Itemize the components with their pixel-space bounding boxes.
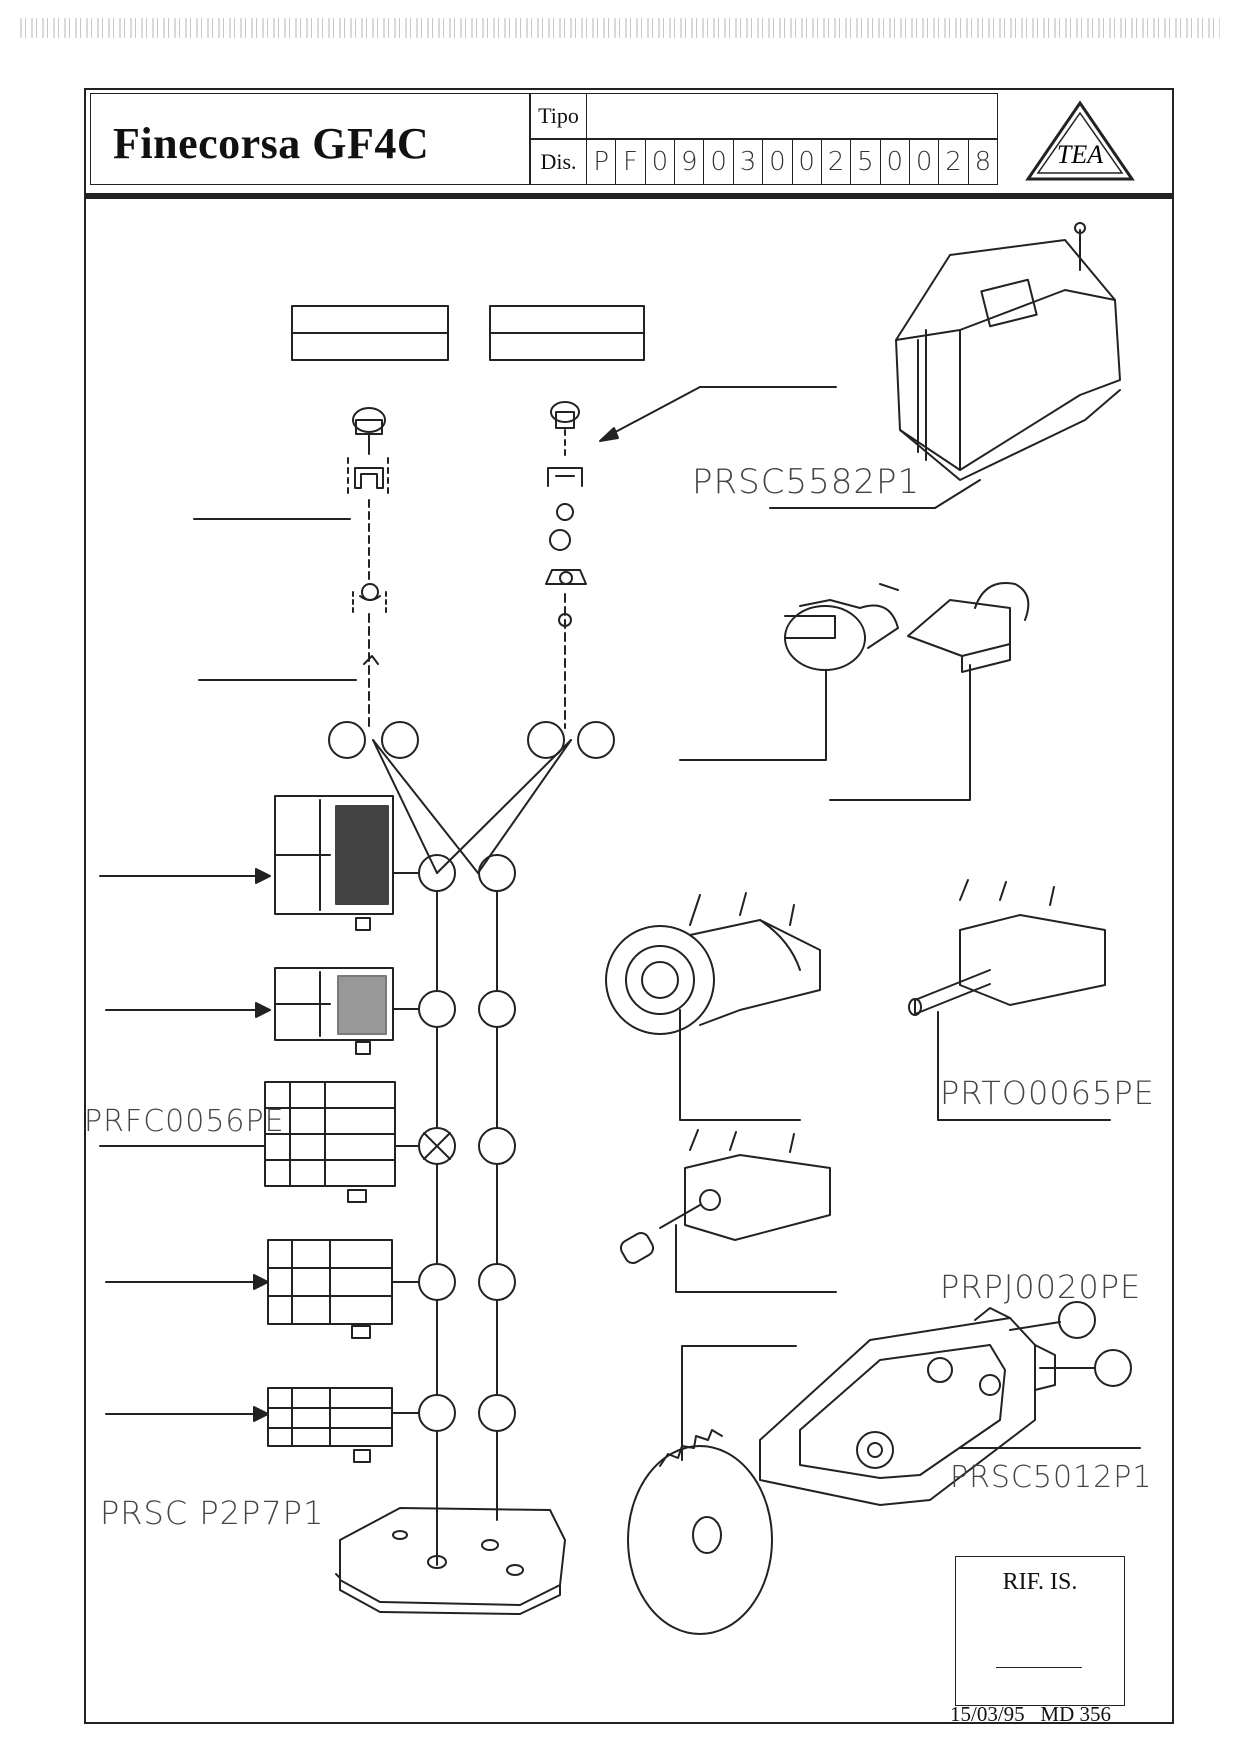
ref-circles-top (328, 721, 615, 759)
gear-wheel (627, 1429, 773, 1635)
ref-circle (1058, 1301, 1096, 1339)
leader-line (934, 479, 981, 509)
dis-digit: 9 (675, 140, 705, 184)
footer-date: 15/03/95 (950, 1702, 1025, 1726)
dis-digit: P (587, 140, 617, 184)
arrow-to-right-stack (599, 386, 837, 442)
switch-block-5 (267, 1387, 393, 1463)
code-terminal-block: PRFC0056PE (84, 1104, 285, 1139)
arrow-switch-5 (105, 1406, 269, 1422)
dis-digit: 8 (974, 147, 992, 177)
title-box: Finecorsa GF4C (90, 93, 530, 185)
switch-block-4 (267, 1239, 393, 1339)
code-housing: PRSC5012P1 (950, 1460, 1153, 1495)
leader-line (1009, 1321, 1061, 1331)
cam-piece-left (784, 583, 899, 671)
dis-row: Dis. P F 0 9 0 3 0 0 2 5 0 0 2 8 (530, 139, 998, 185)
code-cable-gland: PRPJ0020PE (940, 1268, 1142, 1306)
code-base-plate: PRSC P2P7P1 (100, 1494, 325, 1532)
dis-digit: 0 (881, 140, 910, 184)
housing-assembly (759, 1307, 1056, 1506)
tipo-row: Tipo (530, 93, 998, 139)
dis-digit: 0 (910, 140, 940, 184)
flange-assembly (605, 892, 821, 1035)
dis-digit: 0 (646, 140, 676, 184)
label-plate-right (489, 305, 645, 361)
switch-block-1 (274, 795, 394, 931)
dis-digit: F (616, 140, 646, 184)
right-switch-stack (545, 401, 587, 729)
dis-digit: 2 (822, 140, 852, 184)
rif-box: RIF. IS. (955, 1556, 1125, 1706)
code-fields: Tipo Dis. P F 0 9 0 3 0 0 2 5 0 0 2 8 (530, 93, 998, 185)
scan-noise-strip (20, 18, 1220, 38)
rif-label: RIF. IS. (1002, 1569, 1078, 1595)
dis-digit: 2 (939, 140, 969, 184)
logo-text: TEA (1057, 140, 1103, 169)
leader-line (335, 1573, 341, 1579)
rif-signature-line (996, 1667, 1082, 1668)
footer: 15/03/95 MD 356 (950, 1702, 1111, 1727)
ref-circle (1094, 1349, 1132, 1387)
dis-digit: 3 (734, 140, 764, 184)
dis-digit: 0 (793, 140, 822, 184)
arrow-switch-1 (99, 868, 271, 884)
tipo-label: Tipo (531, 94, 587, 138)
dis-digit: 0 (763, 140, 793, 184)
convergence-lines (372, 739, 572, 874)
label-plate-left (291, 305, 449, 361)
drawing-frame (84, 88, 1174, 1724)
leader-line (679, 669, 827, 761)
cable-gland-assembly (619, 1129, 831, 1264)
footer-model: MD 356 (1040, 1702, 1112, 1726)
leader-line (675, 1224, 837, 1293)
cover-assembly (895, 222, 1121, 481)
leader-line (829, 664, 971, 801)
leader-line (679, 1009, 801, 1121)
header-divider (84, 193, 1174, 199)
code-shaft: PRTO0065PE (940, 1074, 1155, 1112)
dis-digit: 5 (851, 140, 881, 184)
leader-line (681, 1345, 797, 1461)
arrow-switch-4 (105, 1274, 269, 1290)
leader-line (937, 1011, 1111, 1121)
code-cover: PRSC5582P1 (692, 462, 921, 502)
base-plate (339, 1507, 566, 1615)
dis-digit: 0 (704, 140, 734, 184)
dis-label: Dis. (531, 140, 587, 184)
switch-block-2 (274, 967, 394, 1055)
dis-digit-cells: P F 0 9 0 3 0 0 2 5 0 0 2 8 (587, 140, 997, 184)
cam-piece-right (907, 582, 1030, 673)
title-block: Finecorsa GF4C Tipo Dis. P F 0 9 0 3 0 0… (90, 93, 1169, 191)
ref-column-right (478, 854, 516, 1521)
left-switch-stack (347, 407, 389, 729)
tea-logo: TEA (1025, 100, 1135, 181)
arrow-switch-2 (105, 1002, 271, 1018)
ref-column-left (418, 854, 456, 1566)
drawing-title: Finecorsa GF4C (113, 119, 430, 168)
shaft-assembly (908, 879, 1106, 1016)
switch-block-3 (264, 1081, 396, 1203)
